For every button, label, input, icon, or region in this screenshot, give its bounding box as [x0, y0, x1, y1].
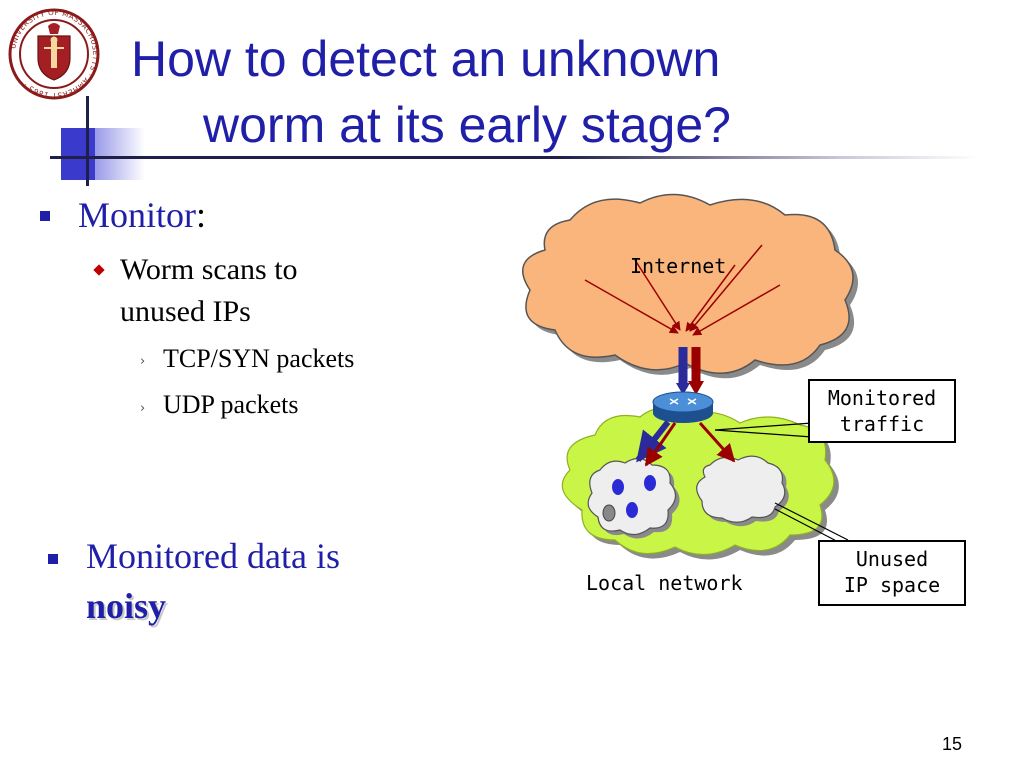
host-dot	[612, 479, 624, 495]
bullet-diamond-icon	[93, 264, 105, 276]
inbound-arrows	[676, 347, 704, 395]
page-number: 15	[942, 734, 963, 754]
hosts-subnet-cloud	[587, 457, 677, 536]
router-icon	[652, 391, 714, 423]
host-dot-inactive	[602, 504, 616, 522]
sub-bullet-worm-scans-line1: Worm scans to	[120, 253, 298, 286]
bullet-square-icon	[48, 554, 58, 564]
sub-bullet-worm-scans-line2: unused IPs	[120, 295, 251, 328]
title-underline	[50, 156, 980, 159]
title-accent-fade	[95, 128, 145, 180]
monitored-traffic-callout: Monitored traffic	[808, 379, 956, 443]
sub-sub-bullet-udp: UDP packets	[163, 390, 299, 419]
sub-sub-bullet-tcp: TCP/SYN packets	[163, 344, 355, 373]
network-diagram: Internet Local network	[521, 193, 858, 595]
university-seal-icon: UNIVERSITY OF MASSACHUSETTS · AMHERST 18…	[8, 8, 99, 100]
monitor-label: Monitor	[78, 195, 197, 235]
bullet-square-icon	[40, 211, 50, 221]
unused-ip-space-callout: Unused IP space	[818, 540, 966, 606]
internet-label: Internet	[630, 254, 726, 278]
worm-scan-arrows	[584, 244, 781, 336]
monitor-colon: :	[196, 195, 207, 235]
unused-subnet-cloud	[696, 455, 786, 523]
chevron-right-icon: ›	[140, 354, 146, 369]
unused-ip-line1: Unused	[855, 547, 929, 571]
chevron-right-icon: ›	[140, 401, 146, 416]
title-accent-vertical-line	[86, 96, 89, 186]
unused-ip-line2: IP space	[843, 573, 941, 597]
slide-title-line-1: How to detect an unknown	[131, 31, 721, 87]
host-dot	[626, 502, 638, 518]
monitored-traffic-line1: Monitored	[827, 386, 937, 410]
internet-cloud	[521, 193, 854, 375]
bullet-monitor: Monitor:	[78, 197, 206, 233]
host-dot	[644, 475, 656, 491]
slide-title-line-2: worm at its early stage?	[203, 97, 731, 153]
outbound-arrows	[635, 420, 736, 467]
bullet-monitored-data: Monitored data is	[86, 536, 340, 576]
local-network-label: Local network	[586, 571, 743, 595]
bullet-noisy: noisy	[86, 586, 167, 626]
title-accent-square	[61, 128, 95, 180]
monitored-traffic-line2: traffic	[839, 412, 925, 436]
